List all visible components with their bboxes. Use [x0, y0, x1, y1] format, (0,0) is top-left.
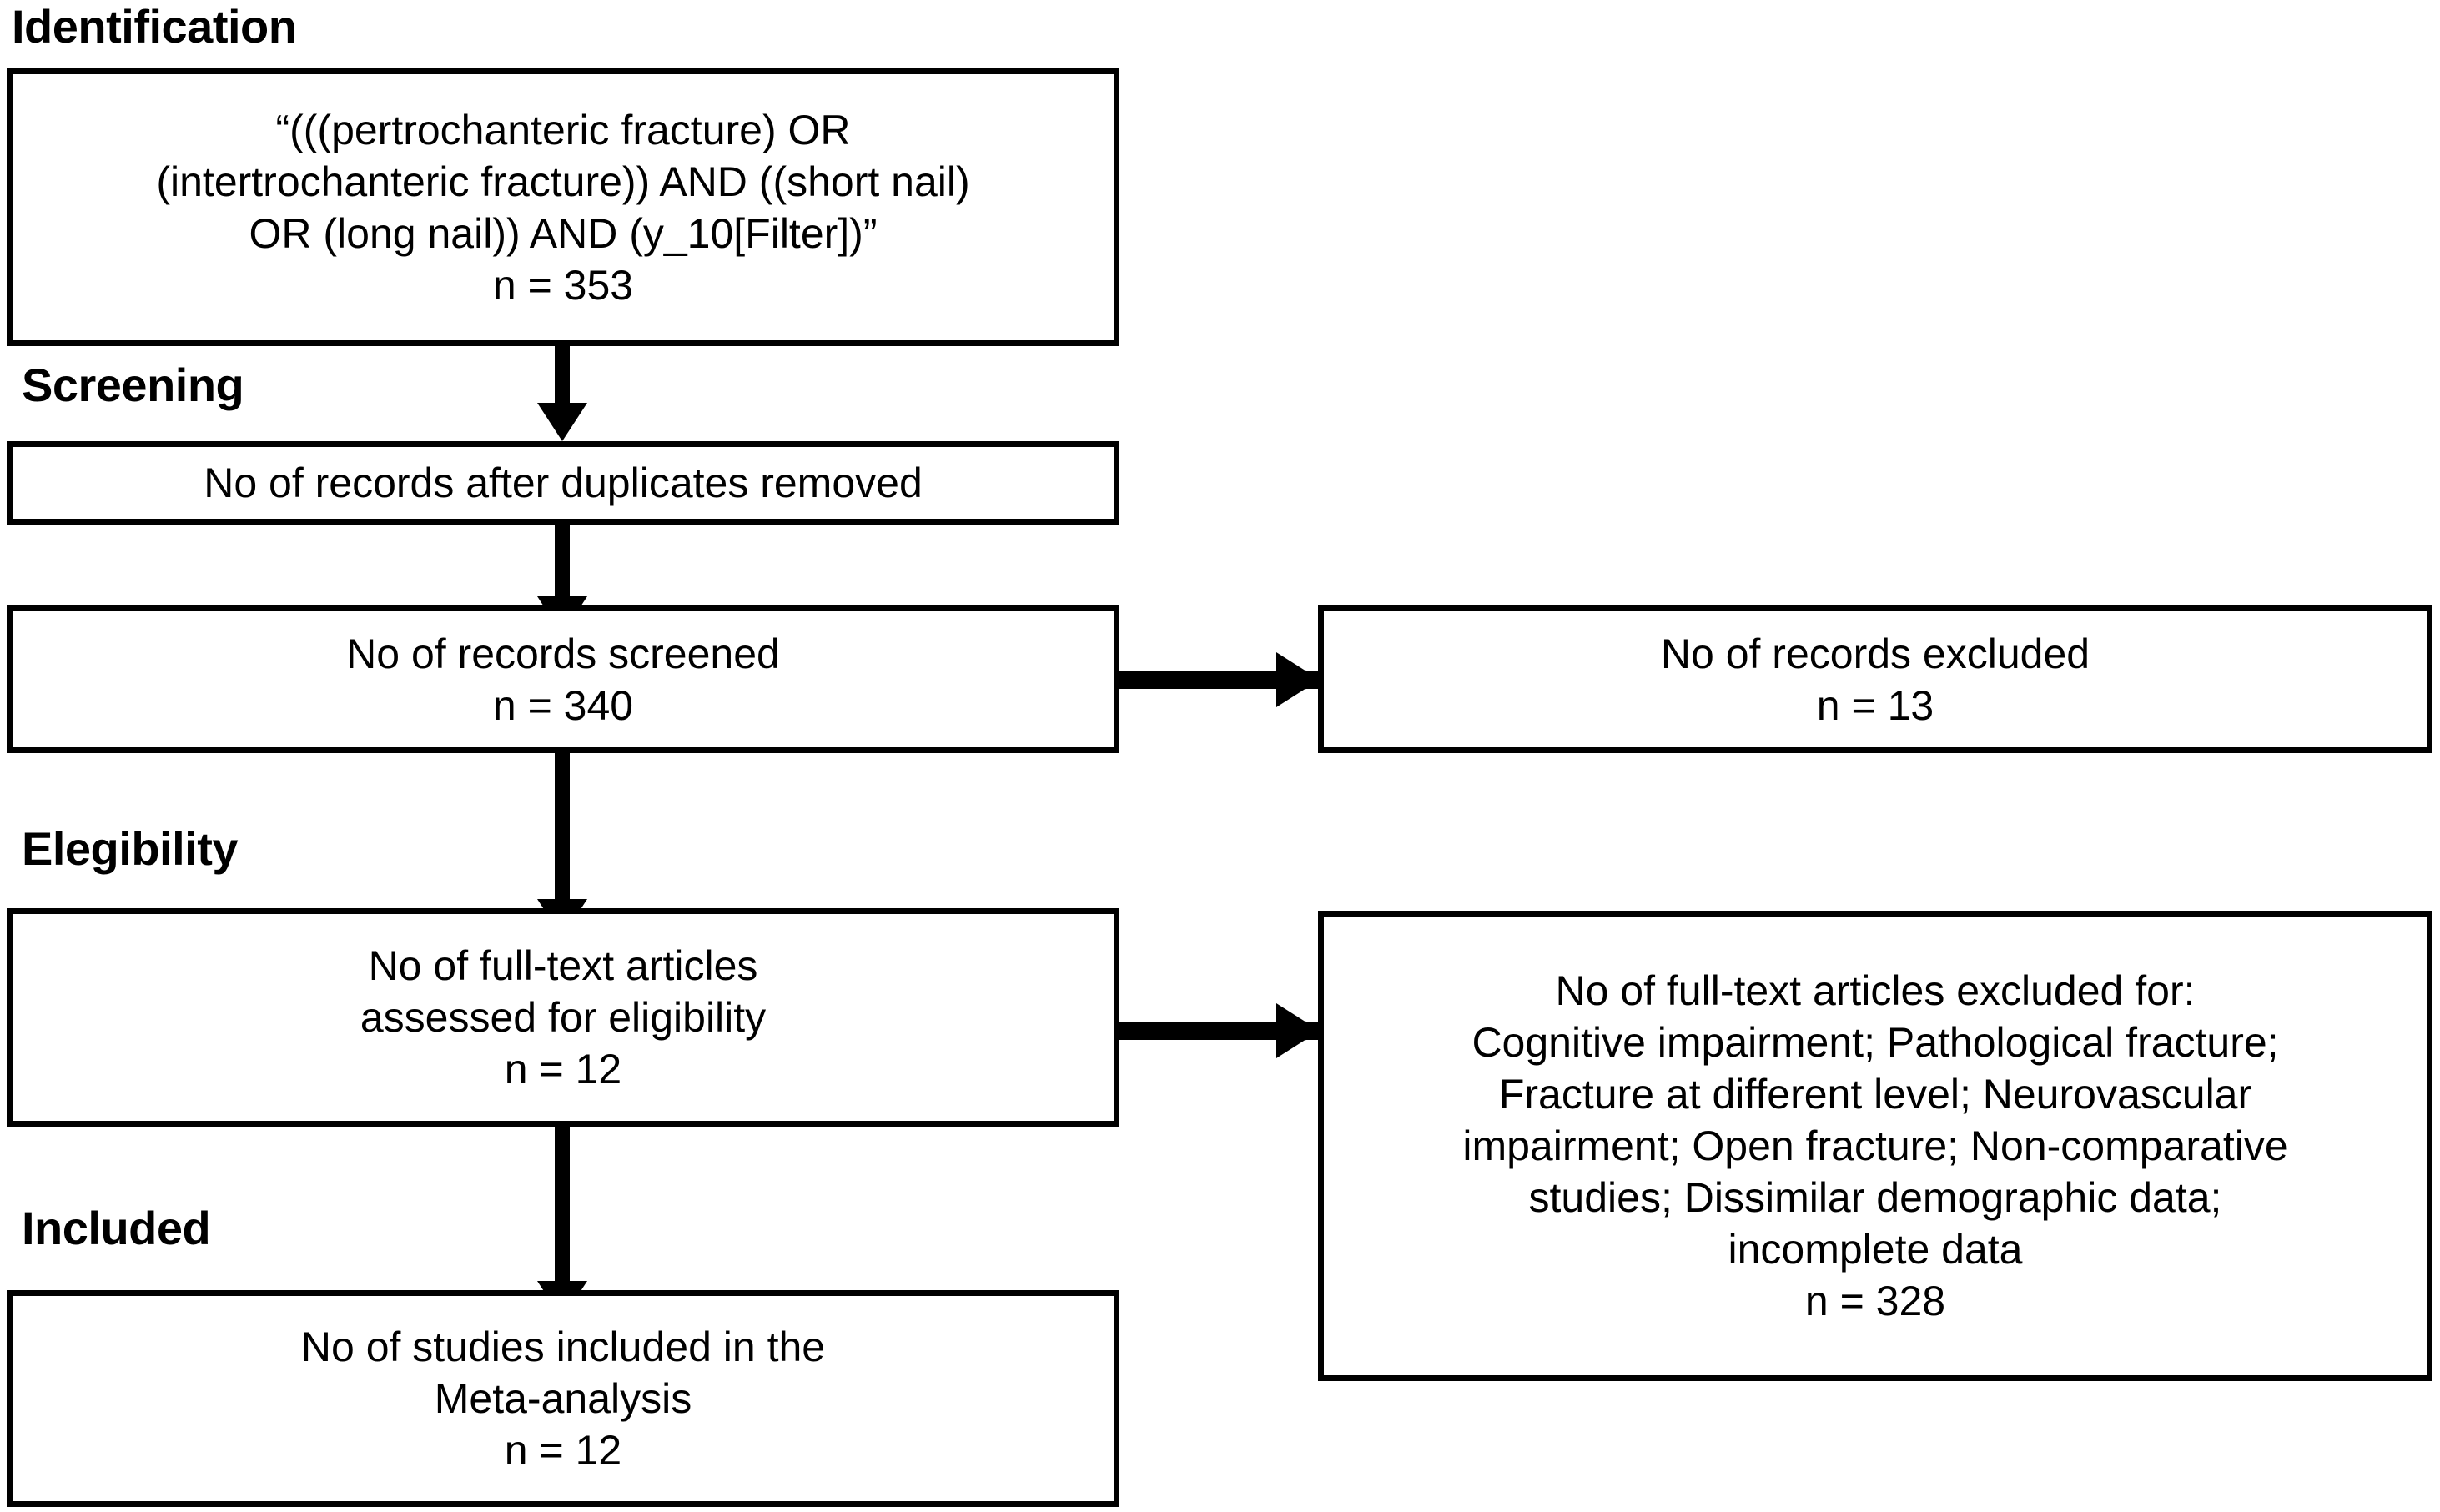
box-fulltext-assessed-count: n = 12: [504, 1046, 622, 1093]
box-duplicates-removed-line-1: No of records after duplicates removed: [204, 460, 923, 506]
box-fulltext-excluded-line-2: Cognitive impairment; Pathological fract…: [1472, 1019, 2279, 1066]
box-studies-included: No of studies included in the Meta-analy…: [7, 1290, 1119, 1507]
box-search-query-line-2: (intertrochanteric fracture)) AND ((shor…: [156, 158, 970, 205]
stage-label-included: Included: [22, 1202, 211, 1254]
box-fulltext-excluded-line-5: studies; Dissimilar demographic data;: [1528, 1174, 2222, 1221]
box-records-screened-count: n = 340: [492, 681, 634, 729]
box-duplicates-removed: No of records after duplicates removed: [7, 441, 1119, 525]
box-search-query-line-1: “(((pertrochanteric fracture) OR: [275, 106, 851, 153]
box-studies-included-line-1: No of studies included in the: [300, 1324, 826, 1370]
box-studies-included-line-2: Meta-analysis: [434, 1375, 692, 1422]
box-fulltext-excluded-line-6: incomplete data: [1728, 1226, 2023, 1273]
box-fulltext-excluded: No of full-text articles excluded for: C…: [1318, 911, 2432, 1381]
box-studies-included-count: n = 12: [504, 1427, 622, 1474]
box-records-excluded: No of records excluded n = 13: [1318, 605, 2432, 753]
box-search-query-count: n = 353: [492, 261, 634, 309]
box-fulltext-excluded-line-4: impairment; Open fracture; Non-comparati…: [1462, 1123, 2288, 1169]
box-fulltext-excluded-line-1: No of full-text articles excluded for:: [1555, 967, 2196, 1014]
box-search-query: “(((pertrochanteric fracture) OR (intert…: [7, 68, 1119, 346]
stage-label-screening: Screening: [22, 359, 244, 411]
box-fulltext-assessed-line-2: assessed for eligibility: [360, 994, 767, 1041]
box-records-screened: No of records screened n = 340: [7, 605, 1119, 753]
box-records-excluded-count: n = 13: [1816, 681, 1934, 729]
box-search-query-line-3: OR (long nail)) AND (y_10[Filter])”: [249, 209, 878, 257]
box-records-excluded-line-1: No of records excluded: [1660, 630, 2090, 677]
box-records-screened-line-1: No of records screened: [346, 630, 780, 677]
box-fulltext-excluded-line-3: Fracture at different level; Neurovascul…: [1498, 1071, 2252, 1118]
box-fulltext-assessed-line-1: No of full-text articles: [368, 942, 758, 989]
stage-label-eligibility: Elegibility: [22, 822, 239, 875]
box-fulltext-excluded-count: n = 328: [1804, 1278, 1946, 1324]
stage-label-identification: Identification: [12, 0, 297, 53]
box-fulltext-assessed: No of full-text articles assessed for el…: [7, 908, 1119, 1127]
